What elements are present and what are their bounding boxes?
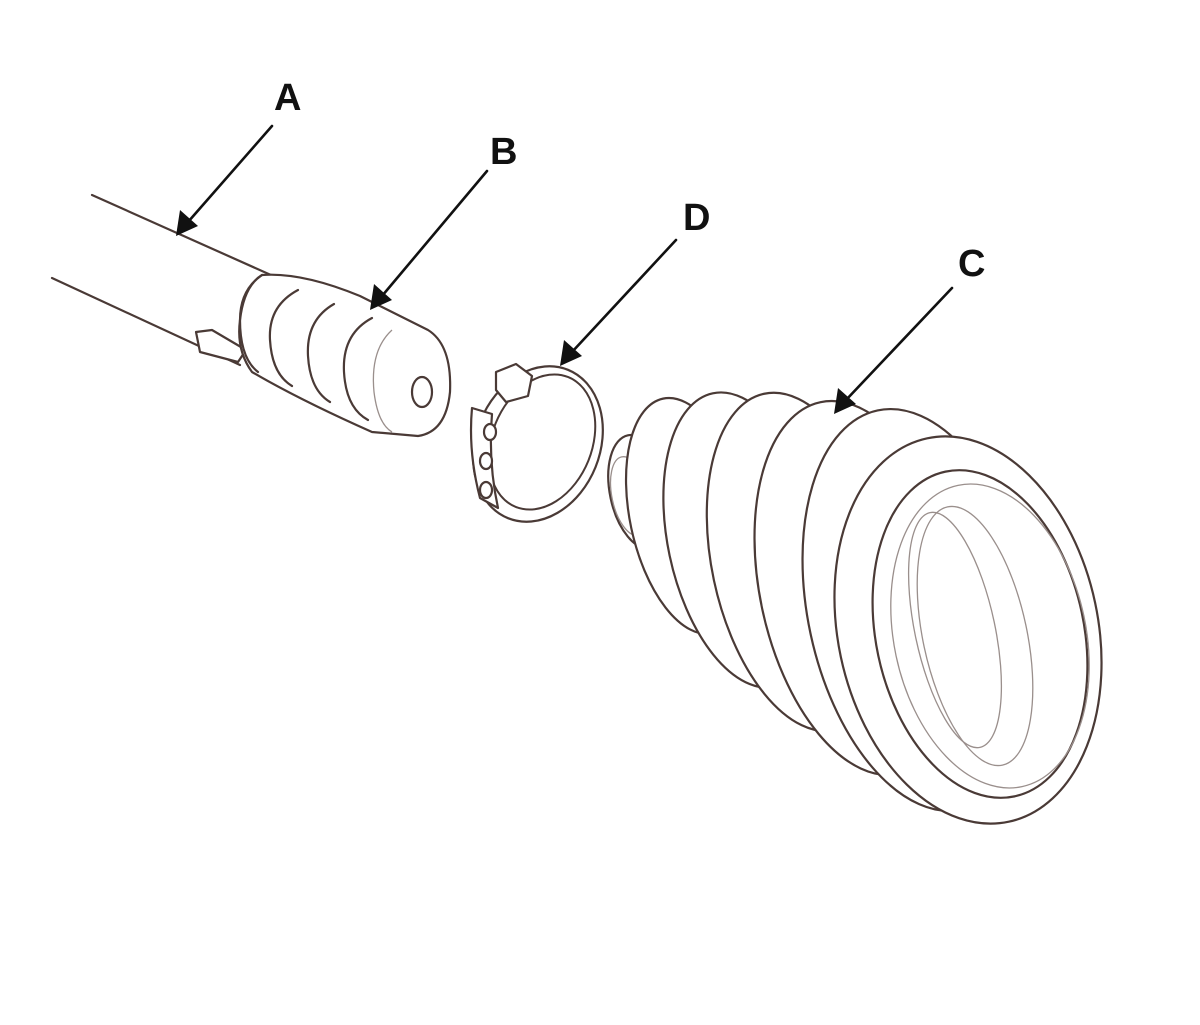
callout-leaders [176,124,954,414]
callout-label-c: C [958,243,985,285]
callout-label-a: A [274,77,301,119]
spline-ring-1 [238,273,264,374]
arrowhead-a [176,210,198,236]
leader-b [380,169,489,298]
leader-d [570,238,678,354]
spline-ring-3 [306,302,336,404]
part-a-shaft [50,193,302,367]
boot-interior-fold-2 [916,505,1034,767]
shaft-center-hole [410,375,434,409]
spline-ring-4 [342,316,374,422]
band-hole-1 [482,422,498,442]
shaft-upper-edge [90,193,302,290]
callout-label-d: D [683,197,710,239]
part-b-spline-end [238,273,452,438]
band-inner-ring [487,373,597,511]
spline-ring-2 [268,288,300,388]
part-d-boot-band [469,362,604,523]
band-hole-2 [478,451,494,471]
band-hole-3 [478,480,494,500]
leader-c [844,286,954,402]
arrowhead-d [560,340,582,366]
callout-label-b: B [490,131,517,173]
spline-chamfer [372,329,393,433]
boot-large-end-inner [871,469,1089,799]
arrowhead-c [834,388,856,414]
band-clasp [494,362,534,404]
arrowhead-b [370,284,392,310]
boot-interior-fold-1 [907,511,1003,749]
boot-large-end-lip [890,483,1090,789]
leader-a [186,124,274,224]
part-c-cv-boot [607,391,1103,825]
shaft-key [194,328,248,364]
